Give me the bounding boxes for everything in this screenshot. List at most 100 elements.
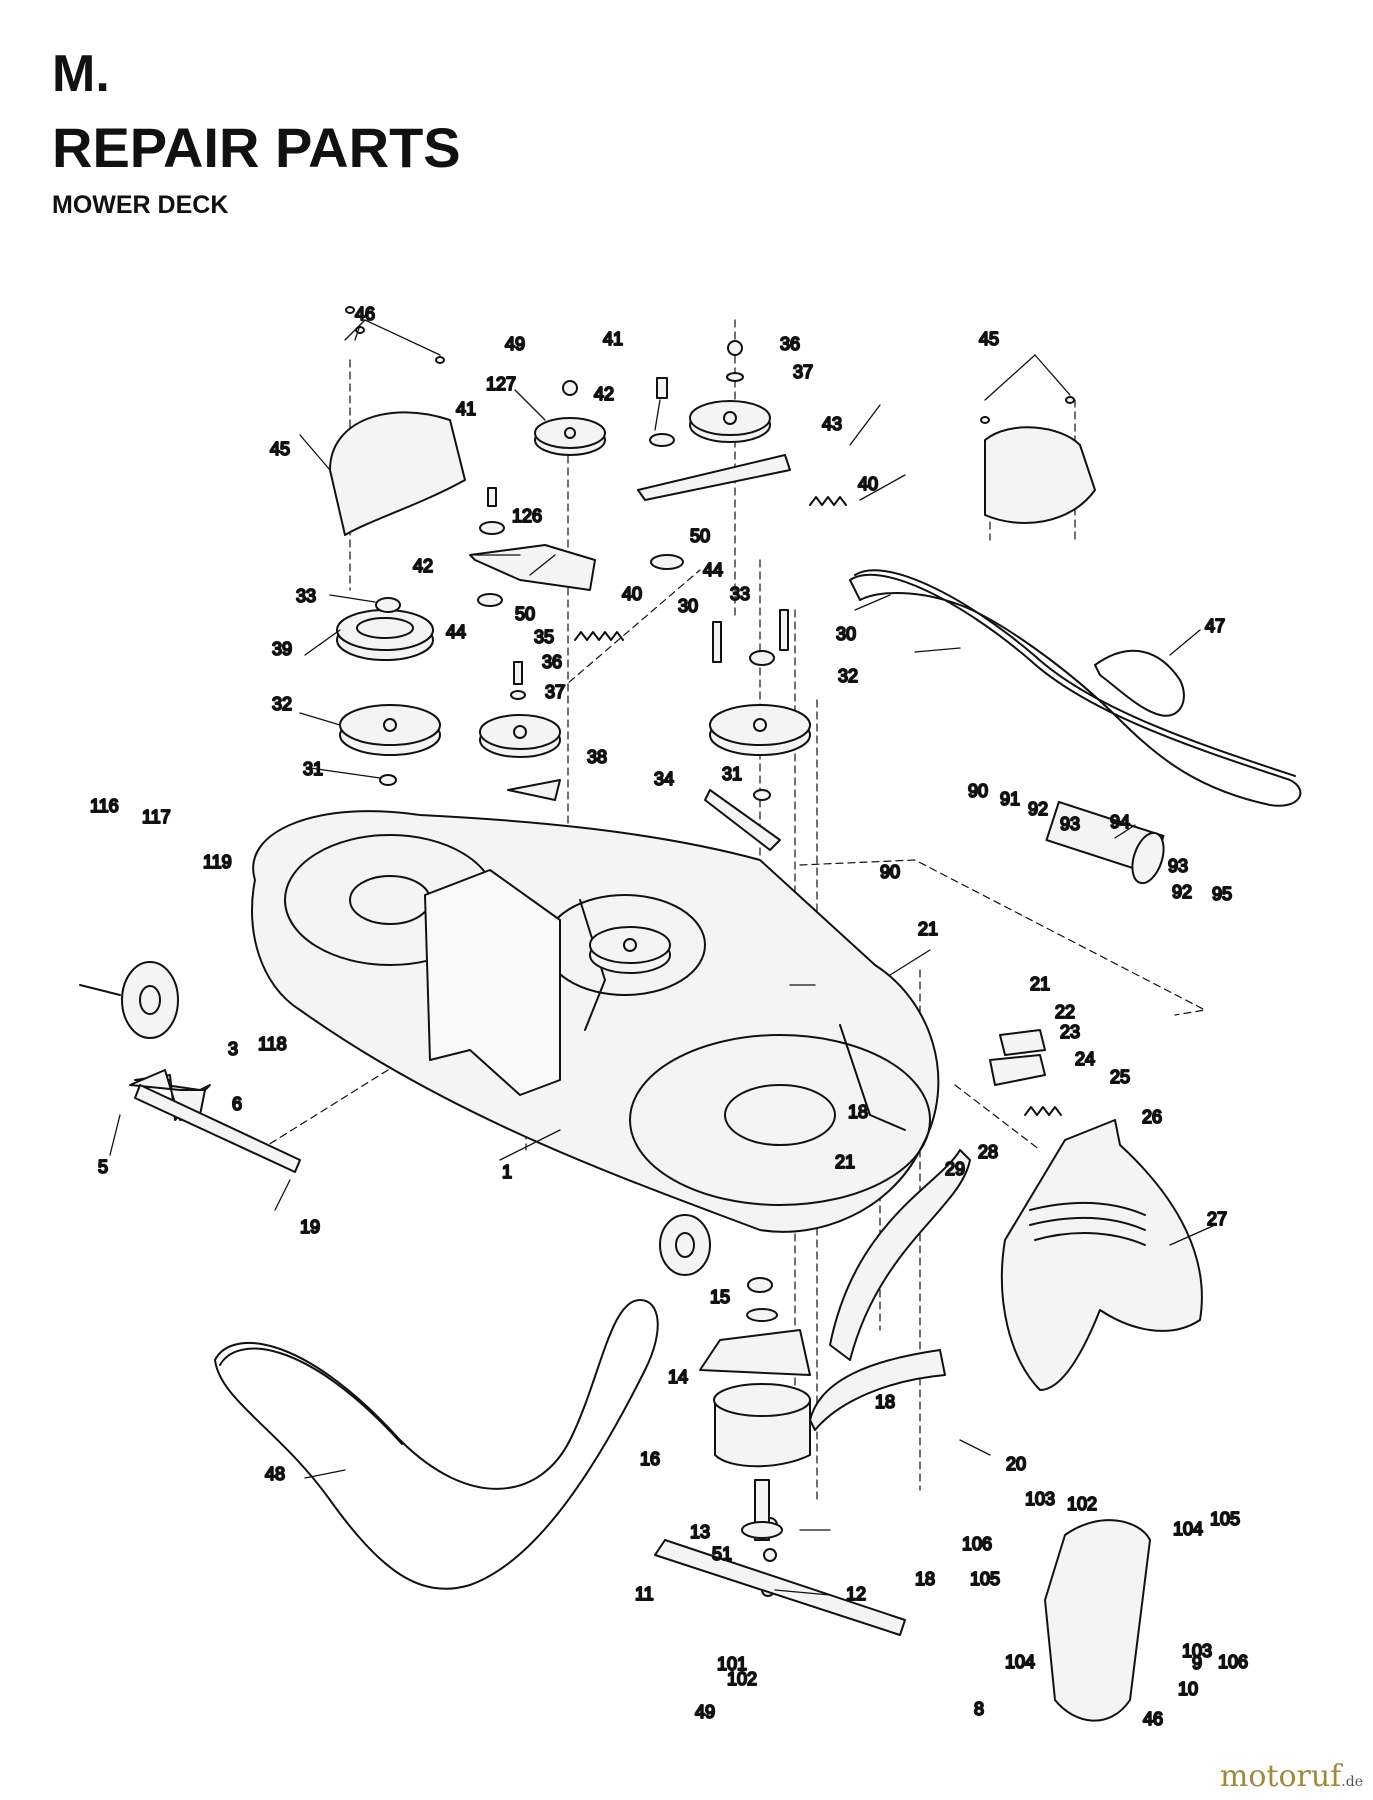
callout: 11 — [635, 1584, 654, 1604]
callout: 21 — [918, 919, 938, 939]
callout: 105 — [1210, 1509, 1240, 1529]
callout: 9 — [1192, 1653, 1202, 1673]
callout: 16 — [640, 1449, 660, 1469]
callout: 44 — [703, 560, 723, 580]
callout: 43 — [822, 414, 842, 434]
callout: 49 — [695, 1702, 715, 1722]
callout: 18 — [848, 1102, 868, 1122]
hardware-bolts-nuts — [345, 306, 1075, 1597]
callout: 35 — [534, 627, 554, 647]
callout: 95 — [1212, 884, 1232, 904]
callout: 119 — [203, 852, 232, 872]
callout: 102 — [727, 1669, 757, 1689]
callout: 30 — [678, 596, 698, 616]
callout: 22 — [1055, 1002, 1075, 1022]
callout: 5 — [98, 1157, 108, 1177]
callout: 45 — [979, 329, 999, 349]
callout: 117 — [142, 807, 171, 827]
callout: 45 — [270, 439, 290, 459]
callout: 116 — [90, 796, 119, 816]
callout: 32 — [838, 666, 858, 686]
callout: 38 — [587, 747, 607, 767]
callout: 25 — [1110, 1067, 1130, 1087]
callout: 37 — [793, 362, 813, 382]
callout: 13 — [690, 1522, 710, 1542]
callout: 41 — [603, 329, 623, 349]
drive-belts — [214, 569, 1302, 1590]
springs — [574, 496, 1062, 1116]
callout: 47 — [1205, 616, 1225, 636]
pulleys — [336, 400, 811, 974]
watermark-brand: motoruf — [1219, 1759, 1342, 1794]
callout: 33 — [296, 586, 316, 606]
callout: 32 — [272, 694, 292, 714]
callout: 21 — [1030, 974, 1050, 994]
callout: 91 — [1000, 789, 1020, 809]
callout: 15 — [710, 1287, 730, 1307]
callout: 6 — [232, 1094, 242, 1114]
callout: 103 — [1025, 1489, 1055, 1509]
callout: 1 — [502, 1162, 512, 1182]
callout: 42 — [413, 556, 433, 576]
belt-covers — [329, 411, 1096, 536]
callout: 93 — [1060, 814, 1080, 834]
callout: 105 — [970, 1569, 1000, 1589]
watermark: motoruf.de — [1220, 1759, 1363, 1794]
callout: 26 — [1142, 1107, 1162, 1127]
spindle-assembly — [654, 1308, 906, 1636]
section-letter: M. — [52, 45, 110, 103]
mower-deck-housing — [251, 810, 940, 1233]
callout: 19 — [300, 1217, 320, 1237]
page-title: REPAIR PARTS — [52, 116, 461, 179]
callout: 24 — [1075, 1049, 1095, 1069]
callout: 33 — [730, 584, 750, 604]
callout: 106 — [1218, 1652, 1248, 1672]
callout: 31 — [303, 759, 323, 779]
callout: 30 — [836, 624, 856, 644]
callout: 3 — [228, 1039, 238, 1059]
callout: 92 — [1172, 882, 1192, 902]
callout: 42 — [594, 384, 614, 404]
callout: 48 — [265, 1464, 285, 1484]
leader-lines — [109, 319, 1216, 1596]
callout: 18 — [915, 1569, 935, 1589]
callout: 103 — [1182, 1641, 1212, 1661]
callout: 20 — [1006, 1454, 1026, 1474]
callout: 39 — [272, 639, 292, 659]
callout: 50 — [690, 526, 710, 546]
callout: 27 — [1207, 1209, 1227, 1229]
callout: 28 — [978, 1142, 998, 1162]
callout: 92 — [1028, 799, 1048, 819]
callout: 44 — [446, 622, 466, 642]
callout: 127 — [486, 374, 516, 394]
callout: 34 — [654, 769, 674, 789]
callout: 118 — [258, 1034, 287, 1054]
callout-labels: 46 49 41 36 37 127 42 43 45 40 41 126 42… — [89, 303, 1249, 1730]
callout: 101 — [717, 1654, 747, 1674]
callout: 104 — [1173, 1519, 1203, 1539]
callout: 10 — [1178, 1679, 1198, 1699]
callout: 36 — [542, 652, 562, 672]
callout: 40 — [622, 584, 642, 604]
callout: 94 — [1110, 812, 1130, 832]
callout: 31 — [722, 764, 742, 784]
callout: 50 — [515, 604, 535, 624]
callout: 36 — [780, 334, 800, 354]
callout: 8 — [974, 1699, 984, 1719]
watermark-tld: .de — [1341, 1774, 1363, 1790]
callout: 18 — [875, 1392, 895, 1412]
callout: 29 — [945, 1159, 965, 1179]
callout: 46 — [1143, 1709, 1163, 1729]
callout: 104 — [1005, 1652, 1035, 1672]
callout: 40 — [858, 474, 878, 494]
callout: 41 — [456, 399, 476, 419]
gauge-wheels — [79, 961, 711, 1276]
callout: 14 — [668, 1367, 688, 1387]
page-subtitle: MOWER DECK — [52, 191, 229, 219]
callout: 21 — [835, 1152, 855, 1172]
discharge-chute — [1000, 800, 1203, 1722]
callout: 102 — [1067, 1494, 1097, 1514]
callout: 90 — [968, 781, 988, 801]
callout: 126 — [512, 506, 542, 526]
